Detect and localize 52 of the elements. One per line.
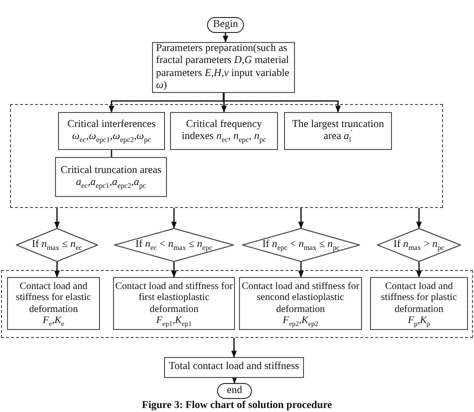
node-text: Contact load and stiffness for plastic deformation	[380, 280, 458, 315]
process-box	[58, 112, 165, 150]
arrow	[221, 93, 227, 113]
arrow	[222, 33, 228, 43]
node-text: Begin	[212, 18, 238, 32]
node-text: If n$_{epc}$ < n$_{max}$ ≤ n$_{pc}$	[262, 238, 340, 252]
formula-text: ω$_{ec}$,ω$_{epc1}$,ω$_{epc2}$,ω$_{pc}$	[72, 131, 151, 144]
figure-caption: Figure 3: Flow chart of solution procedure	[140, 400, 334, 411]
node-text: Contact load and stiffness for first elastioplastic deformation	[114, 280, 234, 315]
arrow	[222, 93, 341, 113]
decision-diamond	[114, 228, 234, 262]
arrow	[298, 262, 304, 278]
process-box	[370, 277, 468, 330]
arrow	[171, 262, 177, 278]
decision-diamond	[16, 228, 98, 262]
node-text: Critical truncation areas	[60, 164, 162, 177]
terminal-box	[207, 17, 244, 33]
arrow	[416, 262, 422, 278]
node-text: Contact load and stiffness for elastic deformation	[14, 280, 92, 315]
dashed-group-box	[1, 270, 473, 338]
node-text: Critical frequency indexes n$_{ec}$, n$_{epc}$, n$_{pc}$	[180, 118, 268, 144]
node-text: Parameters preparation(such as fractal parameters D,G material parameters E,H,ν input variable ω)	[156, 43, 290, 92]
process-box	[55, 157, 167, 197]
dashed-group-box	[10, 104, 443, 208]
formula-text: a$_{ec}$,a$_{epc1}$,a$_{epc2}$,a$_{pc}$	[76, 177, 146, 190]
arrow	[231, 338, 237, 358]
node-text: Critical interferences	[67, 118, 156, 131]
arrow	[298, 208, 304, 229]
arrow	[232, 376, 238, 384]
arrow	[171, 208, 177, 229]
formula-text: F$_{e}$,K$_{e}$	[42, 315, 64, 326]
decision-diamond	[242, 228, 360, 262]
node-text: Contact load and stiffness for sencond elastioplastic deformation	[240, 280, 360, 315]
process-box	[284, 112, 392, 150]
node-text: end	[226, 384, 242, 398]
terminal-box	[217, 383, 252, 399]
process-box	[239, 277, 362, 330]
process-box	[7, 277, 100, 330]
process-box	[164, 357, 304, 378]
arrow	[54, 208, 60, 229]
node-text: If n$_{max}$ > n$_{pc}$	[394, 238, 444, 252]
decision-diamond	[377, 228, 461, 262]
formula-text: F$_{ep2}$,K$_{ep2}$	[282, 315, 318, 326]
process-box	[170, 112, 278, 150]
node-text: Total contact load and stiffness	[168, 361, 300, 374]
node-text: If n$_{max}$ ≤ n$_{ec}$	[32, 238, 82, 252]
node-text: If n$_{ec}$ < n$_{max}$ ≤ n$_{epc}$	[136, 238, 212, 252]
arrow	[54, 262, 60, 278]
formula-text: F$_{ep1}$,K$_{ep1}$	[156, 315, 192, 326]
formula-text: F$_{p}$,K$_{p}$	[408, 315, 430, 326]
process-box	[113, 277, 235, 330]
arrow	[416, 208, 422, 229]
